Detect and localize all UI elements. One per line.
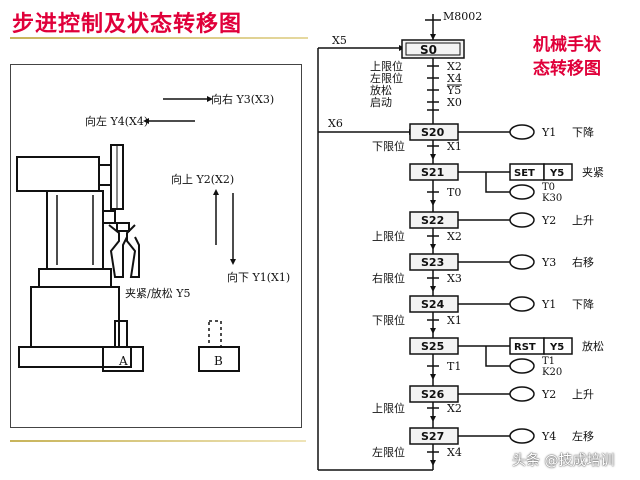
set-reset-target: Y5 xyxy=(549,168,564,179)
bottom-divider xyxy=(10,440,306,442)
station-a-workpiece xyxy=(114,320,128,348)
transition-text: 上限位 xyxy=(372,401,405,415)
transition-text: 下限位 xyxy=(372,313,405,327)
transition-text: 上限位 xyxy=(372,229,405,243)
transition-signal: T0 xyxy=(447,186,461,199)
transition-signal: X2 xyxy=(447,230,462,243)
init-condition-text: 放松 xyxy=(370,83,392,97)
x6-label: X6 xyxy=(328,117,343,130)
step-label: S20 xyxy=(421,126,445,139)
output-action: 左移 xyxy=(572,430,594,443)
output-signal: Y3 xyxy=(541,256,556,269)
flow-arrow-icon xyxy=(430,416,436,422)
output-signal: Y2 xyxy=(541,388,556,401)
step-s0-inner xyxy=(405,42,461,56)
set-reset-label: RST xyxy=(514,342,536,353)
watermark: 头条 @技成培训 xyxy=(512,453,615,469)
side-title-line2: 态转移图 xyxy=(533,59,601,79)
label-clamp: 夹紧/放松 Y5 xyxy=(125,286,190,300)
timer-label: T0 xyxy=(542,182,555,193)
set-reset-target-box xyxy=(543,163,573,181)
output-signal: Y4 xyxy=(541,430,556,443)
station-b-box xyxy=(198,346,240,372)
output-coil-icon xyxy=(509,124,535,140)
transition-signal: X2 xyxy=(447,402,462,415)
timer-coil-icon xyxy=(509,184,535,200)
output-coil-icon xyxy=(509,428,535,444)
init-condition-signal: X4 xyxy=(447,72,462,85)
transition-signal: X4 xyxy=(447,446,462,459)
init-condition-signal: X0 xyxy=(447,96,462,109)
gripper-left-jaw xyxy=(108,224,128,278)
output-signal: Y1 xyxy=(541,126,556,139)
set-reset-target: Y5 xyxy=(549,342,564,353)
side-title-line1: 机械手状 xyxy=(533,35,601,55)
title-divider xyxy=(10,37,308,39)
init-condition-text: 上限位 xyxy=(370,59,403,73)
init-condition-signal: X2 xyxy=(447,60,462,73)
output-action: 下降 xyxy=(572,297,594,311)
label-right: 向右 Y3(X3) xyxy=(211,92,274,106)
flow-arrow-icon xyxy=(430,154,436,160)
step-label: S24 xyxy=(421,298,445,311)
step-label: S23 xyxy=(421,256,444,269)
init-condition-signal: Y5 xyxy=(446,84,461,97)
step-label: S25 xyxy=(421,340,444,353)
step-label: S22 xyxy=(421,214,444,227)
flow-arrow-icon xyxy=(430,200,436,206)
gripper-right-jaw xyxy=(126,224,140,278)
init-arrow-icon xyxy=(430,34,436,40)
output-signal: Y2 xyxy=(541,214,556,227)
timer-constant: K20 xyxy=(542,367,562,378)
init-condition-text: 左限位 xyxy=(370,71,403,85)
station-b-label: B xyxy=(214,354,223,368)
machine-drawing: A B 向右 Y3(X3) 向左 Y4(X4) 向上 Y2(X2) 向下 Y1(… xyxy=(16,92,290,372)
step-label: S21 xyxy=(421,166,444,179)
transition-text: 下限位 xyxy=(372,139,405,153)
output-signal: Y1 xyxy=(541,298,556,311)
transition-text: 右限位 xyxy=(372,271,405,285)
flow-arrow-icon xyxy=(430,286,436,292)
transition-signal: T1 xyxy=(447,360,461,373)
machine-panel: A B 向右 Y3(X3) 向左 Y4(X4) 向上 Y2(X2) 向下 Y1(… xyxy=(10,64,302,428)
transition-text: 左限位 xyxy=(372,445,405,459)
init-condition-text: 启动 xyxy=(370,96,392,109)
slide-title: 步进控制及状态转移图 xyxy=(12,12,243,37)
set-reset-action: 夹紧 xyxy=(582,166,604,179)
timer-coil-icon xyxy=(509,358,535,374)
output-action: 下降 xyxy=(572,125,594,139)
set-reset-label: SET xyxy=(514,168,535,179)
output-coil-icon xyxy=(509,386,535,402)
set-reset-action: 放松 xyxy=(582,339,604,353)
step-label: S27 xyxy=(421,430,444,443)
output-coil-icon xyxy=(509,296,535,312)
output-action: 右移 xyxy=(572,255,594,269)
output-coil-icon xyxy=(509,254,535,270)
flow-arrow-icon xyxy=(430,374,436,380)
init-signal: M8002 xyxy=(443,10,482,23)
label-up: 向上 Y2(X2) xyxy=(171,172,234,186)
transition-signal: X1 xyxy=(447,314,462,327)
timer-constant: K30 xyxy=(542,193,562,204)
output-coil-icon xyxy=(509,212,535,228)
x5-label: X5 xyxy=(332,34,347,47)
label-left: 向左 Y4(X4) xyxy=(85,114,148,128)
station-a-label: A xyxy=(118,354,128,368)
transition-signal: X1 xyxy=(447,140,462,153)
step-s0-label: S0 xyxy=(420,43,437,57)
transition-signal: X3 xyxy=(447,272,462,285)
output-action: 上升 xyxy=(572,388,594,401)
flow-arrow-icon xyxy=(430,244,436,250)
station-b-workpiece xyxy=(208,320,222,348)
flow-arrow-icon xyxy=(430,328,436,334)
label-down: 向下 Y1(X1) xyxy=(227,270,290,284)
timer-label: T1 xyxy=(542,356,555,367)
output-action: 上升 xyxy=(572,214,594,227)
flow-arrow-icon xyxy=(430,460,436,466)
step-label: S26 xyxy=(421,388,445,401)
step-s0-outer xyxy=(401,39,465,59)
set-reset-target-box xyxy=(543,337,573,355)
